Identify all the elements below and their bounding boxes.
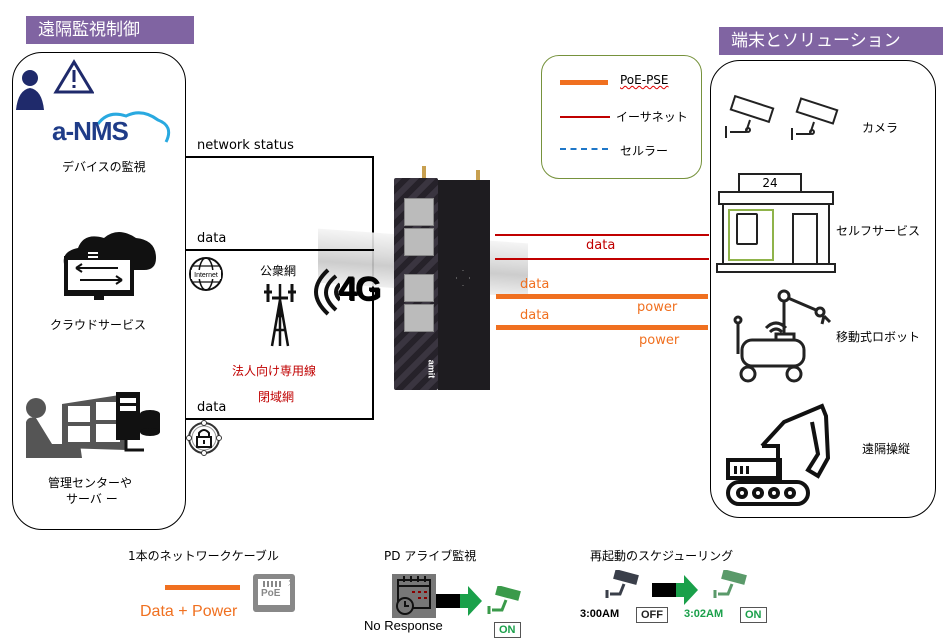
- no-response-label: No Response: [364, 618, 443, 633]
- single-cable-title: 1本のネットワークケーブル: [128, 549, 279, 563]
- network-status-label: network status: [197, 138, 294, 153]
- transition-arrow-icon: [436, 586, 482, 616]
- control-center-icon: [26, 392, 160, 458]
- right-panel-title: 端末とソリューション: [719, 27, 943, 55]
- cloud-server-icon: [63, 232, 156, 300]
- network-status-line: [185, 156, 374, 158]
- legend-poe-swatch: [560, 80, 608, 85]
- management-center-label-1: 管理センターや: [48, 476, 133, 490]
- pd-alive-title: PD アライブ監視: [384, 549, 477, 563]
- internet-globe-icon: Internet: [189, 257, 223, 291]
- poe-port-pins: [263, 581, 283, 587]
- kiosk-frame: [728, 209, 774, 261]
- camera-label: カメラ: [862, 121, 899, 135]
- data-label-top: data: [197, 231, 227, 246]
- leased-line-label: 法人向け専用線: [232, 364, 317, 378]
- left-panel-title: 遠隔監視制御: [26, 16, 194, 44]
- remote-operation-label: 遠隔操縦: [862, 442, 911, 456]
- ethernet-data-label: data: [586, 238, 616, 253]
- data-power-caption: Data + Power: [140, 603, 238, 620]
- router-brand: amit: [426, 359, 437, 379]
- 4g-badge: 4G: [310, 268, 384, 316]
- excavator-icon: [726, 403, 831, 506]
- router-port-lan4: [404, 304, 434, 332]
- poe-line-2: [496, 325, 708, 330]
- router-front-panel: amit: [394, 178, 438, 390]
- kiosk-store-icon: 24: [716, 173, 836, 273]
- poe-data-label-1: data: [520, 277, 550, 292]
- public-network-label: 公衆網: [260, 264, 297, 278]
- camera-restarted-icon: [713, 570, 747, 598]
- signal-waves-icon: [314, 268, 340, 316]
- power-label-1: power: [637, 300, 678, 315]
- pd-alive-on-badge: ON: [494, 622, 521, 638]
- reboot-schedule-title: 再起動のスケジューリング: [590, 549, 734, 563]
- device-monitoring-label: デバイスの監視: [62, 160, 146, 174]
- legend: PoE-PSE イーサネット セルラー: [541, 55, 702, 179]
- lightning-icon: ⚡: [287, 575, 296, 589]
- poe-data-label-2: data: [520, 308, 550, 323]
- anms-logo: a-NMS: [50, 110, 175, 146]
- self-service-label: セルフサービス: [836, 224, 921, 238]
- amit-router: amit: [394, 166, 490, 390]
- management-center-label-2: サーバ ー: [66, 492, 118, 506]
- router-link-vertical-line: [372, 156, 374, 419]
- legend-cellular-label: セルラー: [620, 144, 669, 158]
- data-line-bottom: [185, 418, 374, 420]
- time-off-label: 3:00AM: [580, 608, 620, 620]
- router-port-poe: [404, 228, 434, 256]
- calendar-clock-icon: [392, 574, 436, 618]
- mobile-robot-icon: [733, 289, 832, 383]
- ethernet-line-1: [495, 234, 709, 236]
- router-port-lan3: [404, 274, 434, 302]
- store-door: [792, 213, 818, 265]
- anms-logo-text: a-NMS: [52, 116, 129, 146]
- camera-offline-icon: [605, 570, 639, 598]
- legend-ethernet-label: イーサネット: [616, 110, 688, 124]
- power-label-2: power: [639, 333, 680, 348]
- security-camera-icon: [725, 94, 839, 140]
- router-port-wan: [404, 198, 434, 226]
- internet-icon-text: Internet: [194, 272, 218, 279]
- schedule-off-badge: OFF: [636, 607, 668, 623]
- store-floor: [716, 263, 836, 273]
- legend-cellular-swatch: [560, 148, 608, 150]
- router-logo-mark: [456, 270, 470, 286]
- legend-poe-label: PoE-PSE: [620, 73, 669, 87]
- router-side-panel: [438, 180, 490, 390]
- time-on-label: 3:02AM: [684, 608, 724, 620]
- cloud-outline-icon: [96, 111, 171, 143]
- 4g-text: 4G: [338, 270, 381, 308]
- mobile-robot-label: 移動式ロボット: [836, 330, 921, 344]
- legend-ethernet-swatch: [560, 116, 610, 118]
- antenna-right: [476, 170, 480, 182]
- secure-network-lock-icon: [186, 420, 222, 456]
- cell-tower-icon: [264, 284, 296, 347]
- poe-port-text: PoE: [261, 588, 281, 599]
- store-sign: 24: [738, 173, 802, 193]
- ethernet-line-2: [495, 258, 709, 260]
- data-power-cable-line: [165, 585, 240, 590]
- devices-solutions-panel: [710, 60, 936, 518]
- poe-line-1: [496, 294, 708, 299]
- kiosk-terminal: [736, 213, 758, 245]
- operator-alert-icon: [16, 59, 94, 110]
- camera-online-icon: [487, 586, 521, 614]
- data-line-top: [185, 249, 374, 251]
- schedule-arrow-icon: [652, 575, 698, 605]
- schedule-on-badge: ON: [740, 607, 767, 623]
- store-roof: [718, 191, 834, 205]
- antenna-left: [422, 166, 426, 180]
- cloud-service-label: クラウドサービス: [50, 318, 147, 332]
- poe-port-icon: PoE ⚡: [253, 574, 295, 612]
- closed-network-label: 閉域網: [258, 390, 295, 404]
- data-label-bottom: data: [197, 400, 227, 415]
